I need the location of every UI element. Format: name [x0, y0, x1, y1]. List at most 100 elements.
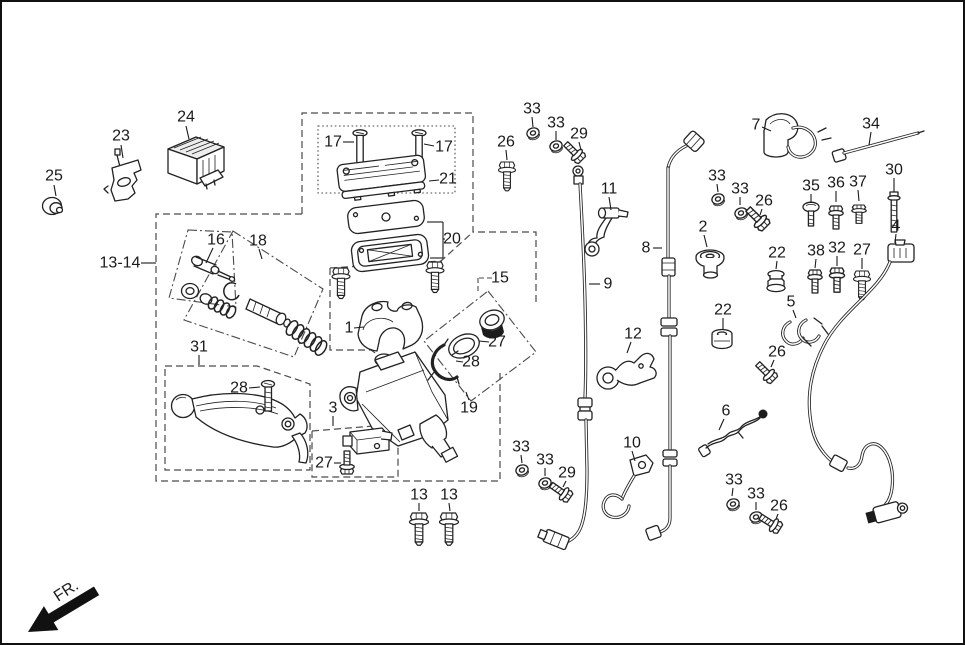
screw-35 — [802, 201, 820, 227]
bolt-26-c — [751, 357, 780, 386]
part-label-15: 15 — [491, 270, 509, 287]
part-label-33: 33 — [523, 101, 541, 118]
part-label-37: 37 — [849, 174, 867, 191]
part-label-26: 26 — [770, 498, 788, 515]
part-label-8: 8 — [642, 240, 651, 257]
group-box-16 — [168, 229, 237, 308]
part-label-36: 36 — [827, 175, 845, 192]
part-label-34: 34 — [862, 116, 880, 133]
part-label-6: 6 — [722, 403, 731, 420]
part-label-27: 27 — [853, 242, 871, 259]
part-label-11: 11 — [601, 181, 618, 198]
part-label-26: 26 — [755, 193, 773, 210]
part-label-13-14: 13-14 — [100, 255, 141, 272]
leader-line-17 — [423, 143, 435, 147]
group-box-18 — [183, 230, 324, 358]
fr-direction-arrow: FR. — [28, 577, 100, 632]
part-label-28: 28 — [230, 380, 248, 397]
bolt-13-right — [438, 512, 460, 546]
leader-line-33 — [731, 487, 734, 497]
bolt-37 — [851, 204, 867, 225]
bolt-13-left — [408, 512, 430, 546]
leader-line-6 — [718, 418, 725, 431]
leader-line-7 — [761, 126, 772, 132]
leader-line-29 — [578, 141, 582, 151]
parts-artwork: FR. — [28, 113, 925, 632]
part-label-27: 27 — [488, 334, 506, 351]
part-label-31: 31 — [190, 339, 208, 356]
leader-line-37 — [857, 189, 860, 202]
group-box-21 — [317, 125, 456, 194]
leader-line-13 — [448, 502, 451, 512]
part-label-30: 30 — [885, 162, 903, 179]
brake-hose-9 — [537, 165, 593, 551]
part-label-26: 26 — [497, 134, 515, 151]
leader-line-22 — [775, 260, 778, 270]
group-box-3 — [311, 423, 399, 478]
leader-line-10 — [631, 450, 636, 462]
boot-bushing-27 — [448, 309, 505, 359]
brake-lever-31 — [170, 392, 309, 464]
leader-line-24 — [185, 125, 190, 140]
leader-line-33 — [531, 116, 534, 128]
leader-line-2 — [703, 234, 708, 248]
part-label-27: 27 — [315, 455, 333, 472]
washer-33-e — [709, 191, 727, 208]
abs-sensor-4 — [807, 239, 915, 524]
leader-line-26 — [775, 513, 779, 520]
leader-line-18 — [258, 248, 263, 260]
lever-screw-28 — [260, 379, 276, 412]
washer-33-g — [724, 496, 742, 513]
bolt-29-top — [559, 137, 588, 166]
part-label-22: 22 — [768, 245, 786, 262]
part-label-33: 33 — [512, 439, 530, 456]
bolt-27-switch — [339, 450, 355, 475]
leader-line-12 — [626, 341, 632, 354]
spacer-22-a — [766, 269, 786, 293]
leader-line-28 — [248, 386, 261, 389]
spring-clip-28 — [427, 338, 460, 385]
part-label-17: 17 — [324, 134, 342, 151]
part-label-12: 12 — [624, 326, 642, 343]
leader-line-33 — [716, 183, 719, 193]
clamp-7 — [763, 113, 832, 159]
washer-33-b — [547, 138, 565, 155]
bolt-36 — [828, 205, 844, 230]
part-label-33: 33 — [708, 168, 726, 185]
washer-33-a — [524, 125, 542, 142]
bolt-38 — [807, 269, 823, 294]
bracket-23 — [103, 148, 142, 202]
part-label-28: 28 — [462, 354, 480, 371]
part-label-32: 32 — [828, 240, 846, 257]
brake-switch-3 — [342, 427, 393, 455]
group-box-13-14 — [155, 213, 501, 482]
part-label-7: 7 — [752, 117, 761, 134]
bolt-27-right — [852, 270, 872, 301]
part-label-33: 33 — [536, 452, 554, 469]
part-label-23: 23 — [112, 128, 130, 145]
leader-line-26 — [505, 149, 508, 161]
master-cylinder-body — [339, 351, 459, 463]
wire-clamp-5 — [781, 317, 829, 347]
group-boxes — [155, 112, 537, 482]
leader-line-1 — [353, 326, 365, 329]
leader-line-26 — [759, 208, 763, 216]
leader-line-23 — [120, 144, 124, 159]
leader-line-34 — [868, 131, 872, 146]
washer-33-c — [513, 462, 531, 479]
part-label-33: 33 — [731, 181, 749, 198]
group-box-master-cylinder — [301, 112, 537, 303]
part-label-18: 18 — [249, 233, 267, 250]
clutch-cable-8 — [645, 130, 705, 541]
part-label-21: 21 — [439, 171, 457, 188]
part-label-26: 26 — [768, 344, 786, 361]
group-box-31 — [164, 365, 311, 471]
leader-line-27 — [478, 340, 490, 343]
ecu-box-24 — [167, 136, 225, 190]
hose-bracket-11 — [584, 207, 629, 257]
part-label-33: 33 — [725, 472, 743, 489]
part-label-38: 38 — [807, 243, 825, 260]
